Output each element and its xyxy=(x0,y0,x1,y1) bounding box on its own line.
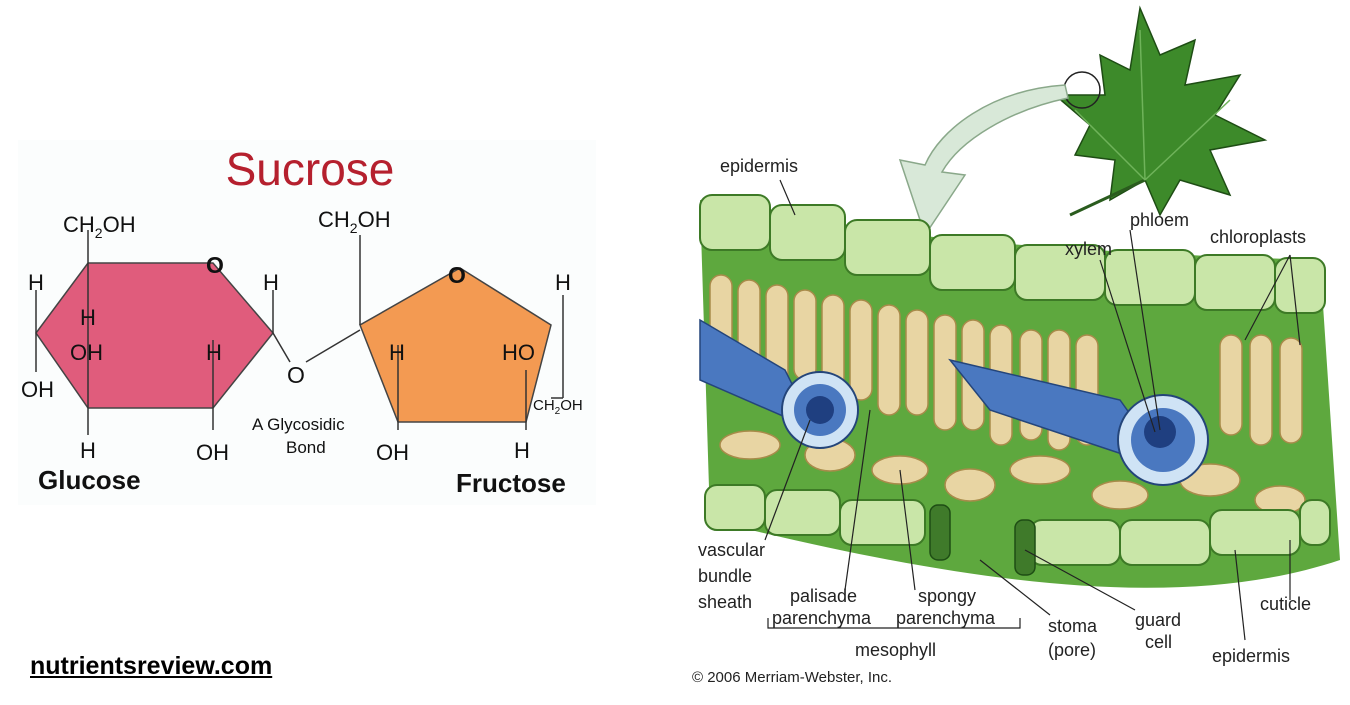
fructose-oh-bottom: OH xyxy=(376,440,409,465)
label-phloem: phloem xyxy=(1130,210,1189,230)
sucrose-structure: Sucrose CH2OH O H H OH OH H H OH H Gluco… xyxy=(21,143,583,498)
glucose-h-c1: H xyxy=(263,270,279,295)
label-vascular: vascular xyxy=(698,540,765,560)
label-guard: guard xyxy=(1135,610,1181,630)
label-bundle: bundle xyxy=(698,566,752,586)
zoom-arrow-icon xyxy=(898,84,1069,237)
glycosidic-label-2: Bond xyxy=(286,438,326,457)
leaf-diagram: epidermis phloem xylem chloroplasts vasc… xyxy=(692,5,1340,686)
label-epidermis-top: epidermis xyxy=(720,156,798,176)
maple-leaf-icon xyxy=(1052,5,1268,217)
glucose-ch2oh: CH2OH xyxy=(63,212,136,241)
glucose-h-bottom: H xyxy=(80,438,96,463)
label-palisade: palisade xyxy=(790,586,857,606)
glucose-h-left: H xyxy=(28,270,44,295)
glucose-h-c2: H xyxy=(206,340,222,365)
label-mesophyll: mesophyll xyxy=(855,640,936,660)
fructose-h-bottom: H xyxy=(514,438,530,463)
label-epidermis-bottom: epidermis xyxy=(1212,646,1290,666)
label-cell: cell xyxy=(1145,632,1172,652)
site-link[interactable]: nutrientsreview.com xyxy=(30,652,273,680)
label-palisade-parenchyma: parenchyma xyxy=(772,608,872,628)
glycosidic-oxygen: O xyxy=(287,362,305,388)
fructose-name: Fructose xyxy=(456,468,566,498)
fructose-ch2oh-right: CH2OH xyxy=(533,397,583,417)
glucose-oh-c3: OH xyxy=(70,340,103,365)
leaf-cross-section: epidermis phloem xylem chloroplasts vasc… xyxy=(690,0,1350,700)
glucose-ring xyxy=(35,262,274,409)
fructose-h-right: H xyxy=(555,270,571,295)
glycosidic-label-1: A Glycosidic xyxy=(252,415,345,434)
fructose-h-left: H xyxy=(389,340,405,365)
label-stoma: stoma xyxy=(1048,616,1098,636)
lower-epidermis xyxy=(704,484,1331,566)
fructose-ho: HO xyxy=(502,340,535,365)
glucose-oh-bottom: OH xyxy=(196,440,229,465)
label-cuticle: cuticle xyxy=(1260,594,1311,614)
fructose-ring-oxygen: O xyxy=(448,262,466,288)
copyright: © 2006 Merriam-Webster, Inc. xyxy=(692,669,892,686)
label-spongy-parenchyma: parenchyma xyxy=(896,608,996,628)
glucose-name: Glucose xyxy=(38,465,141,495)
stoma-guard-cells xyxy=(929,504,1036,576)
sucrose-panel: Sucrose CH2OH O H H OH OH H H OH H Gluco… xyxy=(18,140,596,505)
label-pore: (pore) xyxy=(1048,640,1096,660)
fructose-ch2oh-top: CH2OH xyxy=(318,207,391,236)
leader-lines xyxy=(764,179,1301,641)
vascular-bundle-right xyxy=(948,358,1209,486)
glucose-ring-oxygen: O xyxy=(206,252,224,278)
label-chloroplasts: chloroplasts xyxy=(1210,227,1306,247)
vascular-bundle-left xyxy=(699,318,859,449)
glucose-oh-left: OH xyxy=(21,377,54,402)
label-sheath: sheath xyxy=(698,592,752,612)
fructose-ring xyxy=(359,267,552,423)
glucose-h-c4: H xyxy=(80,305,96,330)
sucrose-title: Sucrose xyxy=(226,143,395,195)
label-xylem: xylem xyxy=(1065,239,1112,259)
label-spongy: spongy xyxy=(918,586,976,606)
